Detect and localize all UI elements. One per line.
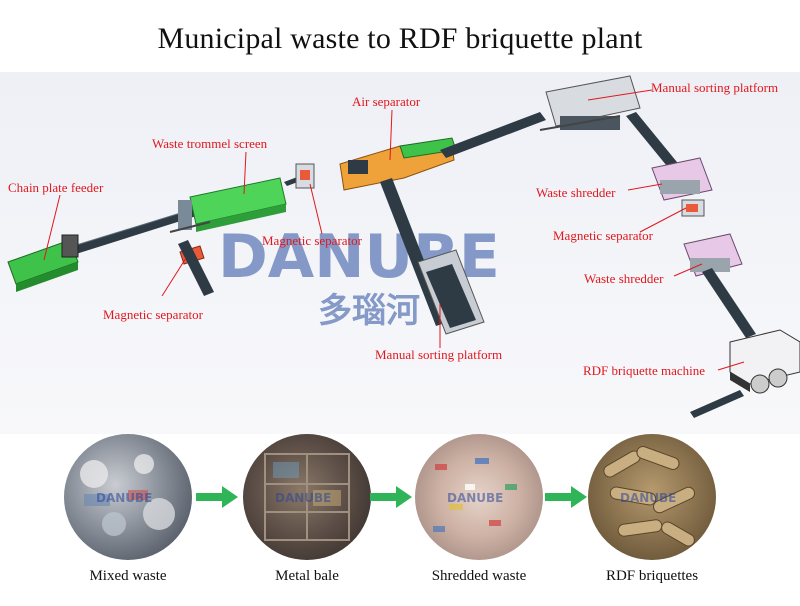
leader-chain-plate-feeder <box>43 194 61 261</box>
label-magnetic-separator-center: Magnetic separator <box>262 233 362 248</box>
shredded-waste-texture <box>433 458 517 532</box>
caption-mixed-waste: Mixed waste <box>89 568 167 584</box>
label-chain-plate-feeder: Chain plate feeder <box>8 180 104 195</box>
label-leader-lines <box>43 89 745 371</box>
label-manual-sorting-platform-top: Manual sorting platform <box>651 80 779 95</box>
leader-sorting-top <box>587 89 653 101</box>
manual-sorting-platform-top-unit <box>539 75 641 131</box>
watermark-circle-1: DANUBE <box>96 491 153 505</box>
metal-bale-texture <box>264 453 350 541</box>
conveyor-to-briquette <box>702 268 756 338</box>
label-waste-shredder-1: Waste shredder <box>536 185 616 200</box>
leader-magnetic-right <box>639 207 687 233</box>
waste-shredder-1-unit <box>651 157 713 201</box>
arrow-right-icon <box>545 486 587 508</box>
page-title: Municipal waste to RDF briquette plant <box>157 22 643 55</box>
rdf-briquette-machine-unit <box>729 329 800 394</box>
leader-air-separator <box>389 109 393 161</box>
watermark-circle-4: DANUBE <box>620 491 677 505</box>
conveyor-to-top-sorting <box>440 112 546 158</box>
leader-trommel <box>243 151 247 195</box>
arrow-right-icon <box>196 486 238 508</box>
chain-plate-feeder <box>7 234 79 292</box>
leader-shredder-1 <box>627 183 663 191</box>
mixed-waste-texture <box>80 454 175 536</box>
product-image-metal-bale <box>243 434 371 560</box>
conveyor-output <box>690 390 744 418</box>
plant-layout-diagram: DANUBE 多瑙河 <box>7 75 800 418</box>
label-rdf-briquette-machine: RDF briquette machine <box>583 363 706 378</box>
waste-trommel-screen <box>169 177 287 233</box>
label-magnetic-separator-left: Magnetic separator <box>103 307 203 322</box>
caption-metal-bale: Metal bale <box>275 568 339 584</box>
plant-scene: DANUBE 多瑙河 <box>0 72 800 434</box>
label-manual-sorting-platform-bottom: Manual sorting platform <box>375 347 503 362</box>
product-image-rdf-briquettes <box>588 434 716 560</box>
arrow-right-icon <box>370 486 412 508</box>
label-waste-shredder-2: Waste shredder <box>584 271 664 286</box>
leader-briquette <box>717 361 745 371</box>
leader-magnetic-left <box>161 257 187 297</box>
leader-shredder-2 <box>673 263 703 277</box>
product-image-shredded-waste <box>415 434 543 560</box>
label-air-separator: Air separator <box>352 94 421 109</box>
watermark-circle-2: DANUBE <box>275 491 332 505</box>
watermark-cn: 多瑙河 <box>318 291 420 331</box>
magnetic-separator-center-unit <box>295 163 315 189</box>
watermark-circle-3: DANUBE <box>447 491 504 505</box>
manual-sorting-platform-bottom-unit <box>417 249 485 335</box>
magnetic-separator-right-unit <box>681 199 705 217</box>
air-separator <box>339 137 457 191</box>
label-magnetic-separator-right: Magnetic separator <box>553 228 653 243</box>
caption-shredded-waste: Shredded waste <box>431 568 527 584</box>
magnetic-separator-left-unit <box>178 240 214 296</box>
caption-rdf-briquettes: RDF briquettes <box>605 568 699 584</box>
product-image-mixed-waste <box>64 434 192 560</box>
rdf-briquettes-texture <box>603 446 696 547</box>
label-waste-trommel-screen: Waste trommel screen <box>152 136 268 151</box>
leader-magnetic-center <box>309 183 323 235</box>
